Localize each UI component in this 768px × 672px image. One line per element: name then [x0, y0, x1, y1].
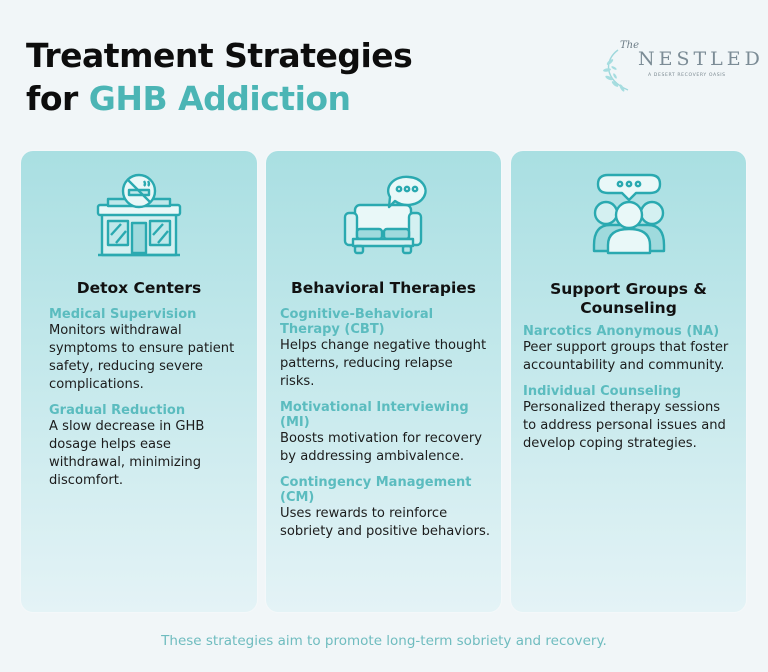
page-title: Treatment Strategies for GHB Addiction — [26, 34, 413, 120]
card-support-groups: Support Groups & Counseling Narcotics An… — [511, 151, 746, 612]
item-heading: Gradual Reduction — [49, 403, 186, 418]
card-title: Behavioral Therapies — [290, 279, 477, 297]
couch-speech-bubble-icon — [343, 175, 427, 255]
item-text: Boosts motivation for recovery by addres… — [280, 431, 482, 464]
card-detox-centers: Detox Centers Medical Supervision Monito… — [21, 151, 257, 612]
item-text: Helps change negative thought patterns, … — [280, 338, 487, 389]
list-item: Individual Counseling Personalized thera… — [523, 384, 736, 453]
logo-tagline: A DESERT RECOVERY OASIS — [648, 73, 726, 78]
item-heading: Cognitive-Behavioral Therapy (CBT) — [280, 307, 434, 337]
list-item: Motivational Interviewing (MI) Boosts mo… — [280, 400, 491, 466]
item-text: A slow decrease in GHB dosage helps ease… — [49, 419, 205, 488]
item-text: Monitors withdrawal symptoms to ensure p… — [49, 323, 235, 392]
card-title: Support Groups & Counseling — [550, 280, 707, 317]
logo-name: NESTLED — [638, 48, 764, 70]
card-behavioral-therapies: Behavioral Therapies Cognitive-Behaviora… — [266, 151, 501, 612]
list-item: Gradual Reduction A slow decrease in GHB… — [49, 403, 247, 490]
group-chat-icon — [592, 173, 665, 255]
no-smoking-building-icon — [96, 173, 182, 257]
list-item: Cognitive-Behavioral Therapy (CBT) Helps… — [280, 307, 491, 391]
title-line-1: Treatment Strategies — [26, 36, 413, 75]
card-title: Detox Centers — [76, 279, 202, 297]
item-heading: Motivational Interviewing (MI) — [280, 400, 469, 430]
title-prefix: for — [26, 79, 89, 118]
item-text: Peer support groups that foster accounta… — [523, 340, 729, 373]
leaf-wreath-icon — [603, 49, 629, 92]
title-accent: GHB Addiction — [88, 79, 351, 118]
card-body: Narcotics Anonymous (NA) Peer support gr… — [523, 324, 736, 462]
item-heading: Narcotics Anonymous (NA) — [523, 324, 720, 339]
logo-the: The — [620, 40, 640, 51]
list-item: Contingency Management (CM) Uses rewards… — [280, 475, 491, 541]
list-item: Medical Supervision Monitors withdrawal … — [49, 307, 247, 394]
card-body: Cognitive-Behavioral Therapy (CBT) Helps… — [280, 307, 491, 550]
card-body: Medical Supervision Monitors withdrawal … — [49, 307, 247, 499]
item-heading: Contingency Management (CM) — [280, 475, 472, 505]
item-heading: Individual Counseling — [523, 384, 682, 399]
nestled-logo: The NESTLED A DESERT RECOVERY OASIS — [600, 40, 760, 92]
item-text: Uses rewards to reinforce sobriety and p… — [280, 506, 491, 539]
title-line-2: for GHB Addiction — [26, 77, 412, 120]
footer-note: These strategies aim to promote long-ter… — [161, 633, 607, 649]
item-heading: Medical Supervision — [49, 307, 197, 322]
item-text: Personalized therapy sessions to address… — [523, 400, 726, 451]
list-item: Narcotics Anonymous (NA) Peer support gr… — [523, 324, 736, 375]
